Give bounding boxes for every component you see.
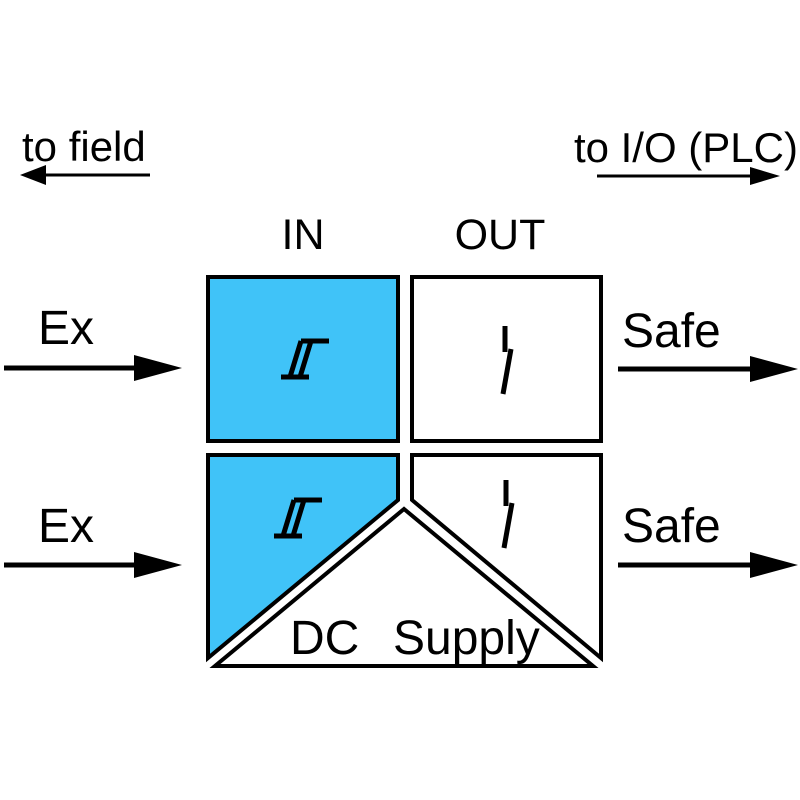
dc-supply-label-dc: DC	[290, 612, 359, 665]
safe-arrow-right-icon	[618, 356, 798, 382]
safe-label-1: Safe	[622, 305, 721, 358]
switch-contact-icon	[501, 480, 515, 549]
safe-label-2: Safe	[622, 500, 721, 553]
dc-supply-label-supply: Supply	[393, 612, 540, 665]
out-column-label: OUT	[455, 211, 546, 259]
output-block-1	[410, 275, 603, 443]
safe-arrow-right-icon	[618, 552, 798, 578]
to-field-label: to field	[22, 123, 146, 170]
arrow-right-icon	[597, 167, 780, 185]
switch-contact-icon	[500, 326, 514, 395]
ex-arrow-right-icon	[4, 552, 182, 578]
dc-supply-block	[209, 506, 599, 668]
hysteresis-icon	[274, 497, 322, 539]
hysteresis-icon	[281, 338, 329, 380]
arrow-left-icon	[20, 165, 150, 185]
output-block-2	[410, 453, 603, 663]
ex-label-1: Ex	[38, 302, 94, 355]
in-column-label: IN	[282, 211, 325, 259]
ex-arrow-right-icon	[4, 355, 182, 381]
input-block-2	[206, 453, 400, 663]
ex-label-2: Ex	[38, 500, 94, 553]
to-io-plc-label: to I/O (PLC)	[574, 124, 798, 171]
